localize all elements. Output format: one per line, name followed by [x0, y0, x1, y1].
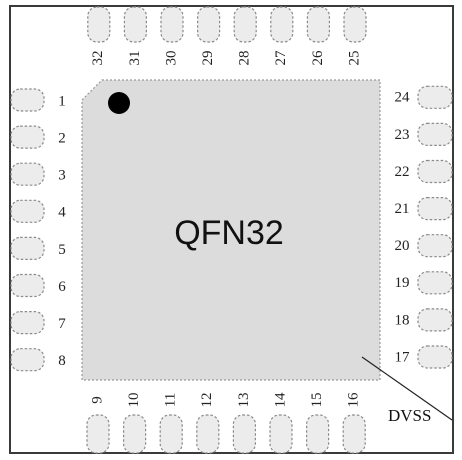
pad-pin-25: [343, 6, 367, 43]
pad-pin-31: [123, 6, 148, 43]
pin-label-27: 27: [273, 50, 289, 66]
pin-label-21: 21: [395, 201, 410, 217]
pad-pin-30: [160, 6, 184, 43]
pad-pin-21: [417, 197, 453, 221]
pad-pin-29: [197, 6, 221, 43]
chip-body: [81, 79, 381, 381]
pad-pin-27: [270, 6, 294, 43]
pin-label-31: 31: [127, 51, 143, 66]
pin-label-9: 9: [89, 396, 105, 404]
pin-label-2: 2: [58, 131, 66, 147]
pin-label-25: 25: [346, 51, 362, 66]
pin-label-16: 16: [346, 392, 362, 408]
package-label: QFN32: [174, 214, 284, 252]
pin-label-12: 12: [199, 393, 215, 408]
pad-pin-26: [306, 6, 330, 43]
pad-pin-5: [10, 236, 45, 260]
pin-label-8: 8: [58, 353, 66, 369]
pad-group: [10, 6, 453, 454]
pad-pin-17: [417, 345, 453, 369]
pad-pin-14: [269, 414, 293, 454]
pad-pin-13: [232, 414, 256, 454]
pin-label-7: 7: [58, 316, 66, 332]
pad-pin-11: [159, 414, 183, 454]
pin-label-10: 10: [126, 393, 142, 408]
pin-label-6: 6: [58, 279, 66, 295]
pin-label-20: 20: [395, 238, 410, 254]
pad-pin-9: [86, 414, 110, 454]
pad-pin-20: [417, 234, 453, 258]
pad-pin-6: [10, 273, 45, 298]
pin-label-17: 17: [395, 349, 411, 365]
pad-pin-28: [233, 6, 257, 43]
pin-label-4: 4: [58, 205, 66, 221]
pin-label-26: 26: [310, 50, 326, 66]
pad-pin-10: [122, 414, 147, 454]
pad-pin-12: [196, 414, 220, 454]
pin-label-29: 29: [200, 51, 216, 66]
pin-label-22: 22: [395, 164, 410, 180]
pad-pin-24: [417, 85, 453, 109]
pin-label-28: 28: [237, 51, 253, 66]
pin-label-30: 30: [163, 51, 179, 66]
pad-pin-2: [10, 125, 45, 149]
pin1-marker-dot: [108, 92, 130, 114]
pad-pin-19: [417, 271, 453, 295]
pin-label-14: 14: [272, 392, 288, 408]
pad-pin-1: [10, 88, 45, 112]
pad-pin-23: [417, 122, 453, 147]
pad-pin-32: [87, 6, 111, 43]
pad-pin-15: [306, 414, 330, 454]
pin-label-23: 23: [395, 127, 410, 143]
pad-pin-18: [417, 308, 453, 332]
pin-label-32: 32: [90, 51, 106, 66]
pin-label-13: 13: [236, 393, 252, 408]
pin-label-24: 24: [395, 90, 411, 106]
pad-pin-8: [10, 348, 45, 372]
pad-pin-16: [342, 414, 366, 454]
pad-pin-22: [417, 159, 453, 184]
dvss-leader-line: [361, 356, 453, 421]
pad-pin-4: [10, 199, 45, 223]
pad-pin-3: [10, 162, 45, 186]
pin-label-19: 19: [395, 275, 410, 291]
pin-label-15: 15: [309, 393, 325, 408]
pin-label-3: 3: [58, 168, 66, 184]
pin-label-5: 5: [58, 242, 66, 258]
pin-label-11: 11: [163, 393, 179, 407]
pin-label-1: 1: [58, 93, 66, 109]
pad-pin-7: [10, 311, 45, 335]
pin-label-18: 18: [395, 312, 410, 328]
dvss-callout-label: DVSS: [388, 406, 431, 425]
